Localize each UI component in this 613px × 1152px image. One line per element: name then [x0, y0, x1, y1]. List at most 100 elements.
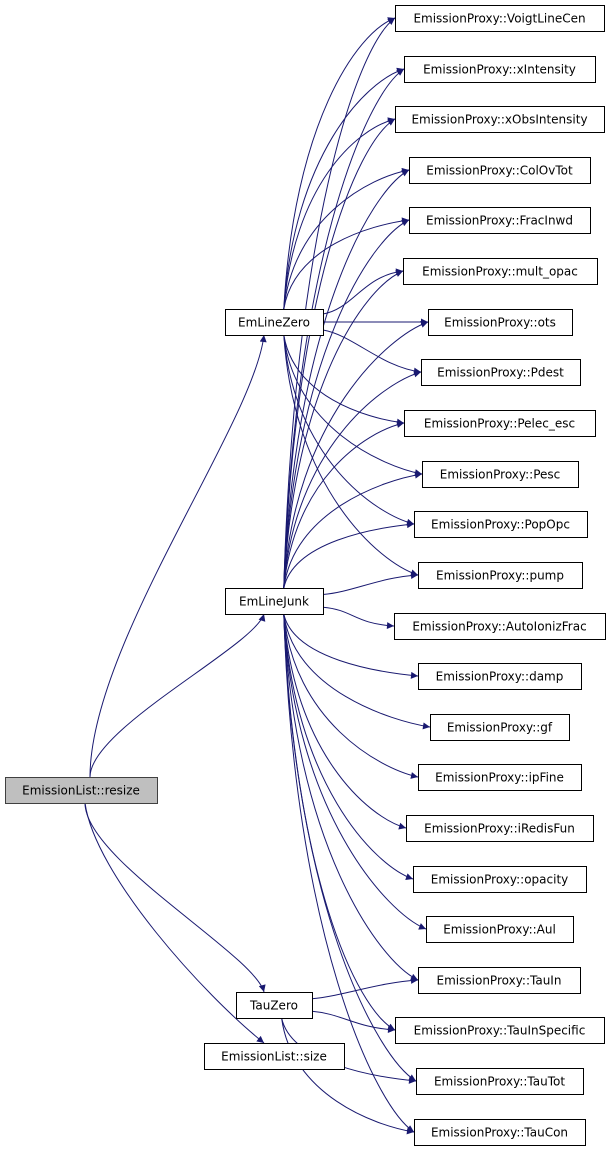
node-xintensity[interactable]: EmissionProxy::xIntensity	[404, 56, 596, 83]
node-label: EmissionProxy::TauIn	[437, 974, 562, 988]
edge-emlinezero-to-popopc	[283, 334, 415, 526]
node-ipfine[interactable]: EmissionProxy::ipFine	[418, 764, 582, 791]
node-label: EmissionProxy::Pelec_esc	[424, 417, 575, 431]
node-label: EmissionProxy::AutoIonizFrac	[412, 620, 586, 634]
node-aul[interactable]: EmissionProxy::Aul	[426, 916, 574, 943]
node-pump[interactable]: EmissionProxy::pump	[418, 562, 583, 589]
node-box	[5, 777, 158, 804]
edge-emlinejunk-to-xobsintensity	[283, 118, 396, 589]
node-label: EmissionProxy::Pesc	[440, 468, 561, 482]
node-label: EmissionProxy::ipFine	[435, 771, 564, 785]
node-box	[418, 663, 582, 690]
node-box	[428, 309, 573, 336]
node-box	[421, 359, 581, 386]
edge-emlinejunk-to-mult_opac	[283, 270, 404, 589]
node-tauinspecific[interactable]: EmissionProxy::TauInSpecific	[395, 1017, 605, 1044]
edge-resize-to-emlinezero	[89, 334, 267, 778]
node-box	[404, 410, 596, 437]
edge-emlinezero-to-colovtot	[283, 167, 410, 310]
edge-tauzero-to-taucon	[281, 1017, 415, 1135]
edge-emlinejunk-to-pump	[322, 571, 419, 595]
edge-emlinejunk-to-pesc	[283, 471, 423, 589]
node-gf[interactable]: EmissionProxy::gf	[430, 714, 570, 741]
node-label: EmissionProxy::xObsIntensity	[411, 113, 587, 127]
node-pelec-esc[interactable]: EmissionProxy::Pelec_esc	[404, 410, 596, 437]
node-emlinezero[interactable]: EmLineZero	[225, 309, 324, 336]
node-label: TauZero	[249, 999, 298, 1013]
node-label: EmissionProxy::VoigtLineCen	[413, 12, 585, 26]
edge-emlinejunk-to-voigtlinecen	[283, 17, 396, 589]
node-size[interactable]: EmissionList::size	[204, 1043, 345, 1070]
node-iredisfun[interactable]: EmissionProxy::iRedisFun	[406, 815, 594, 842]
node-box	[395, 106, 605, 133]
node-box	[409, 207, 591, 234]
node-label: EmissionProxy::TauTot	[434, 1075, 565, 1089]
edge-emlinezero-to-pesc	[283, 334, 423, 477]
edge-emlinejunk-to-pdest	[283, 370, 422, 589]
node-box	[418, 764, 582, 791]
node-emlinejunk[interactable]: EmLineJunk	[225, 588, 324, 615]
node-fracinwd[interactable]: EmissionProxy::FracInwd	[409, 207, 591, 234]
edge-emlinejunk-to-iredisfun	[283, 613, 407, 830]
edge-emlinejunk-to-gf	[283, 613, 431, 730]
node-voigtlinecen[interactable]: EmissionProxy::VoigtLineCen	[395, 5, 605, 32]
node-tauzero[interactable]: TauZero	[236, 992, 313, 1019]
node-pdest[interactable]: EmissionProxy::Pdest	[421, 359, 581, 386]
node-box	[394, 613, 606, 640]
node-taucon[interactable]: EmissionProxy::TauCon	[414, 1119, 586, 1146]
node-label: EmissionProxy::ots	[444, 316, 556, 330]
node-label: EmissionProxy::TauCon	[431, 1126, 568, 1140]
node-label: EmLineJunk	[239, 595, 309, 609]
node-label: EmissionProxy::mult_opac	[422, 265, 578, 279]
node-box	[395, 1017, 605, 1044]
edge-emlinejunk-to-tauin	[283, 613, 419, 981]
node-label: EmissionProxy::ColOvTot	[426, 164, 573, 178]
edge-emlinezero-to-pelec_esc	[283, 334, 405, 426]
node-box	[225, 309, 324, 336]
node-label: EmissionProxy::PopOpc	[431, 518, 570, 532]
node-resize[interactable]: EmissionList::resize	[5, 777, 158, 804]
edge-emlinejunk-to-pelec_esc	[283, 421, 405, 589]
node-label: EmissionList::resize	[22, 784, 140, 798]
node-box	[403, 258, 598, 285]
edge-emlinezero-to-voigtlinecen	[283, 17, 396, 310]
node-damp[interactable]: EmissionProxy::damp	[418, 663, 582, 690]
edge-emlinejunk-to-opacity	[283, 613, 414, 880]
node-pesc[interactable]: EmissionProxy::Pesc	[422, 461, 579, 488]
node-ots[interactable]: EmissionProxy::ots	[428, 309, 573, 336]
node-mult-opac[interactable]: EmissionProxy::mult_opac	[403, 258, 598, 285]
node-label: EmissionList::size	[221, 1050, 327, 1064]
node-tauin[interactable]: EmissionProxy::TauIn	[418, 967, 581, 994]
edge-tauzero-to-tauin	[311, 976, 419, 1000]
node-autoionizfrac[interactable]: EmissionProxy::AutoIonizFrac	[394, 613, 606, 640]
node-box	[236, 992, 313, 1019]
edge-emlinejunk-to-autoionizfrac	[322, 606, 395, 630]
node-box	[430, 714, 570, 741]
node-tautot[interactable]: EmissionProxy::TauTot	[416, 1068, 584, 1095]
node-box	[414, 1119, 586, 1146]
edge-emlinezero-to-xintensity	[283, 67, 405, 310]
edge-emlinejunk-to-popopc	[283, 521, 415, 589]
node-popopc[interactable]: EmissionProxy::PopOpc	[414, 511, 588, 538]
node-xobsintensity[interactable]: EmissionProxy::xObsIntensity	[395, 106, 605, 133]
node-label: EmissionProxy::Aul	[443, 923, 556, 937]
node-opacity[interactable]: EmissionProxy::opacity	[413, 866, 587, 893]
edge-tauzero-to-tauinspecific	[311, 1010, 396, 1034]
node-label: EmissionProxy::FracInwd	[426, 214, 573, 228]
edge-emlinejunk-to-colovtot	[283, 169, 410, 589]
edge-emlinejunk-to-damp	[283, 613, 419, 679]
node-label: EmissionProxy::xIntensity	[423, 63, 576, 77]
edge-resize-to-tauzero	[84, 802, 266, 993]
edge-emlinejunk-to-aul	[283, 613, 427, 930]
node-box	[413, 866, 587, 893]
node-box	[426, 916, 574, 943]
node-label: EmissionProxy::Pdest	[437, 366, 564, 380]
node-box	[409, 157, 591, 184]
node-box	[418, 562, 583, 589]
edge-emlinejunk-to-tautot	[283, 613, 417, 1082]
node-box	[418, 967, 581, 994]
node-colovtot[interactable]: EmissionProxy::ColOvTot	[409, 157, 591, 184]
node-label: EmissionProxy::gf	[447, 721, 553, 735]
node-box	[414, 511, 588, 538]
